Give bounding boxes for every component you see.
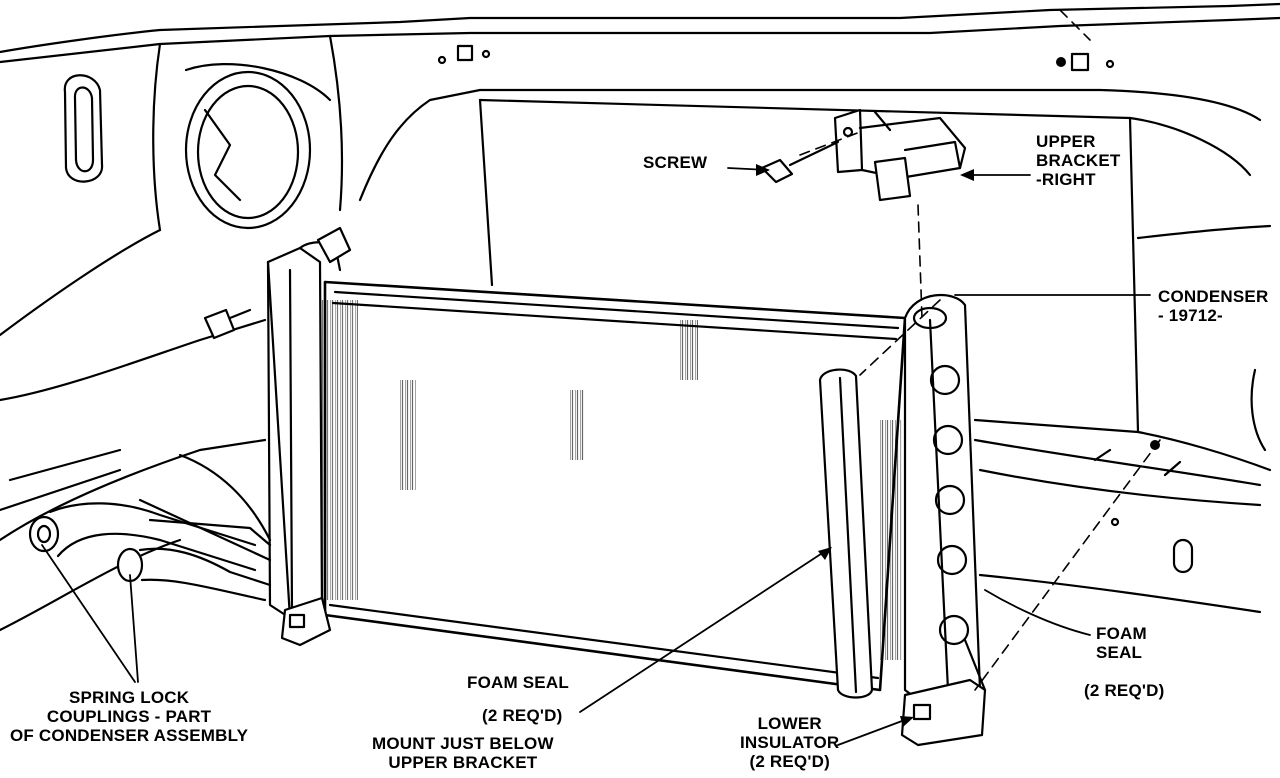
upper-bracket-right-part <box>833 108 967 202</box>
label-foam-seal-right-qty: (2 REQ'D) <box>1084 681 1165 700</box>
leader-foam-seal-right <box>984 589 1091 636</box>
label-foam-seal-center-qty: (2 REQ'D) <box>482 706 563 725</box>
screw-left-part <box>203 308 252 340</box>
lower-insulator-part <box>900 638 987 747</box>
condenser-core <box>318 280 907 692</box>
spring-lock-couplings-part <box>28 502 272 602</box>
condenser-right-tank <box>903 293 982 707</box>
label-condenser: CONDENSER - 19712- <box>1158 287 1269 325</box>
label-foam-seal-right: FOAM SEAL <box>1096 624 1147 662</box>
label-lower-insulator: LOWER INSULATOR (2 REQ'D) <box>740 714 840 771</box>
leader-foam-seal-center <box>579 547 831 713</box>
leader-spring-lock <box>41 544 139 683</box>
label-spring-lock-couplings: SPRING LOCK COUPLINGS - PART OF CONDENSE… <box>10 688 249 745</box>
screw-upper-part <box>760 140 840 184</box>
label-upper-bracket-right: UPPER BRACKET -RIGHT <box>1036 132 1121 189</box>
top-left-bolt-part <box>316 226 352 264</box>
label-screw: SCREW <box>643 153 708 172</box>
label-foam-seal-center: FOAM SEAL <box>467 673 569 692</box>
label-mount-note: MOUNT JUST BELOW UPPER BRACKET <box>372 734 554 772</box>
leader-lower-insulator <box>837 717 911 746</box>
dash-lines <box>799 9 1161 691</box>
leader-lines <box>41 167 1151 746</box>
foam-seal-center-part <box>818 368 874 699</box>
